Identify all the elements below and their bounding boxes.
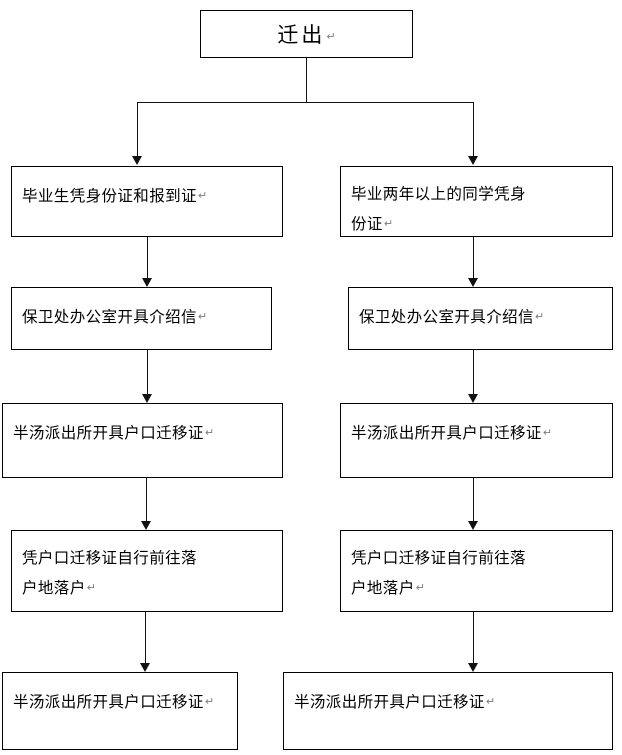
flow-node-left-step5-label: 半汤派出所开具户口迁移证↵ (13, 693, 215, 711)
flow-node-left-step1-label: 毕业生凭身份证和报到证↵ (22, 187, 208, 205)
arrowhead-left-step1-to-step2-icon (142, 278, 152, 287)
arrowhead-root-to-right-step1-icon (468, 156, 478, 165)
flow-node-root-label: 迁出↵ (277, 23, 336, 47)
flow-node-right-step3-label: 半汤派出所开具户口迁移证↵ (351, 424, 553, 442)
flow-node-left-step5[interactable]: 半汤派出所开具户口迁移证↵ (2, 672, 238, 750)
flow-node-left-step2-label: 保卫处办公室开具介绍信↵ (22, 308, 208, 326)
arrowhead-left-step4-to-step5-icon (140, 663, 150, 672)
connector-left-step2-to-step3 (147, 350, 148, 394)
connector-left-step3-to-step4 (146, 478, 147, 521)
connector-right-step4-to-step5 (473, 612, 474, 663)
connector-right-step1-to-step2 (473, 237, 474, 278)
connector-left-step1-to-step2 (147, 237, 148, 278)
connector-left-step4-to-step5 (145, 612, 146, 663)
flow-node-right-step4[interactable]: 凭户口迁移证自行前往落 户地落户↵ (340, 530, 613, 612)
flow-node-left-step3-label: 半汤派出所开具户口迁移证↵ (13, 424, 215, 442)
flow-node-left-step1[interactable]: 毕业生凭身份证和报到证↵ (11, 166, 283, 237)
connector-root-stem (306, 58, 307, 103)
paragraph-mark-icon: ↵ (86, 581, 96, 594)
flow-node-right-step1[interactable]: 毕业两年以上的同学凭身 份证↵ (340, 166, 613, 237)
flow-node-right-step2[interactable]: 保卫处办公室开具介绍信↵ (348, 287, 613, 350)
paragraph-mark-icon: ↵ (485, 695, 496, 708)
paragraph-mark-icon: ↵ (534, 310, 545, 323)
arrowhead-right-step4-to-step5-icon (468, 663, 478, 672)
paragraph-mark-icon: ↵ (204, 695, 215, 708)
paragraph-mark-icon: ↵ (415, 581, 425, 594)
flow-node-right-step4-label: 凭户口迁移证自行前往落 户地落户↵ (351, 549, 526, 597)
flow-node-right-step5[interactable]: 半汤派出所开具户口迁移证↵ (283, 672, 613, 750)
paragraph-mark-icon: ↵ (542, 426, 553, 439)
paragraph-mark-icon: ↵ (326, 30, 336, 43)
connector-split-bar (137, 102, 474, 103)
flow-node-right-step1-label: 毕业两年以上的同学凭身 份证↵ (351, 185, 526, 233)
flow-node-right-step2-label: 保卫处办公室开具介绍信↵ (359, 308, 545, 326)
flow-node-left-step4[interactable]: 凭户口迁移证自行前往落 户地落户↵ (11, 530, 283, 612)
paragraph-mark-icon: ↵ (197, 310, 208, 323)
arrowhead-root-to-left-step1-icon (132, 156, 142, 165)
paragraph-mark-icon: ↵ (197, 189, 208, 202)
arrowhead-left-step2-to-step3-icon (142, 394, 152, 403)
connector-right-step3-to-step4 (473, 478, 474, 521)
flow-node-root[interactable]: 迁出↵ (200, 10, 413, 58)
flow-node-right-step3[interactable]: 半汤派出所开具户口迁移证↵ (340, 403, 613, 478)
arrowhead-right-step2-to-step3-icon (468, 394, 478, 403)
flow-node-left-step3[interactable]: 半汤派出所开具户口迁移证↵ (2, 403, 283, 478)
paragraph-mark-icon: ↵ (383, 217, 394, 230)
paragraph-mark-icon: ↵ (204, 426, 215, 439)
flow-node-left-step4-label: 凭户口迁移证自行前往落 户地落户↵ (22, 549, 197, 597)
connector-right-step2-to-step3 (473, 350, 474, 394)
arrowhead-right-step3-to-step4-icon (468, 521, 478, 530)
arrowhead-right-step1-to-step2-icon (468, 278, 478, 287)
connector-root-to-left-step1 (137, 102, 138, 156)
connector-root-to-right-step1 (473, 102, 474, 156)
flow-node-right-step5-label: 半汤派出所开具户口迁移证↵ (294, 693, 496, 711)
flow-node-left-step2[interactable]: 保卫处办公室开具介绍信↵ (11, 287, 272, 350)
arrowhead-left-step3-to-step4-icon (141, 521, 151, 530)
